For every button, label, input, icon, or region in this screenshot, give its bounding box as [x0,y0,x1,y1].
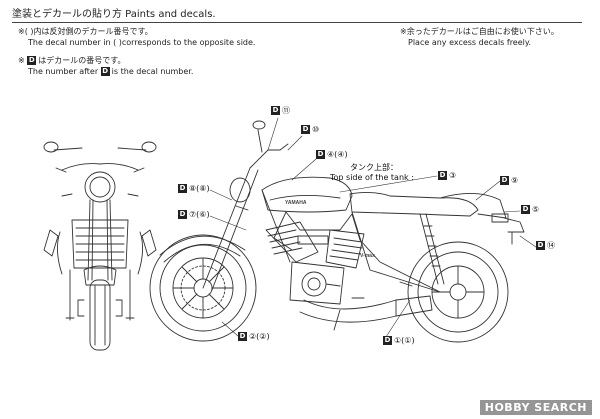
d-badge: D [27,56,37,65]
d-badge: D [100,67,110,76]
note-excess-en: Place any excess decals freely. [408,38,532,47]
d-badge: D [383,336,392,345]
note-paren-jp: ※( )内は反対側のデカール番号です。 [18,27,153,36]
d-badge: D [271,106,280,115]
tank-label: タンク上部： Top side of the tank : [330,163,414,183]
front-view-drawing [43,141,157,351]
d-badge: D [500,176,509,185]
tank-label-jp: タンク上部： [350,163,398,172]
d-badge: D [536,241,545,250]
d-badge: D [301,125,310,134]
note-excess: ※余ったデカールはご自由にお使い下さい。 Place any excess de… [400,26,559,48]
page-title: 塗装とデカールの貼り方 Paints and decals. [12,5,582,23]
d-badge: D [178,184,187,193]
note-paren: ※( )内は反対側のデカール番号です。 The decal number in … [18,26,255,48]
tank-brand-text: YAMAHA [285,200,307,206]
d-badge: D [521,205,530,214]
watermark-logo: HOBBY SEARCH [479,400,592,415]
d-badge: D [238,332,247,341]
d-badge: D [438,171,447,180]
side-model-text: V-max [360,253,375,259]
side-view-drawing [149,120,525,343]
callout-leader-lines [209,117,537,341]
ref-mark: ※ [18,27,25,36]
d-badge: D [316,150,325,159]
note-excess-jp: ※余ったデカールはご自由にお使い下さい。 [400,27,559,36]
tank-label-en: Top side of the tank : [330,173,414,182]
d-badge: D [178,210,187,219]
note-paren-en: The decal number in ( )corresponds to th… [28,38,256,47]
